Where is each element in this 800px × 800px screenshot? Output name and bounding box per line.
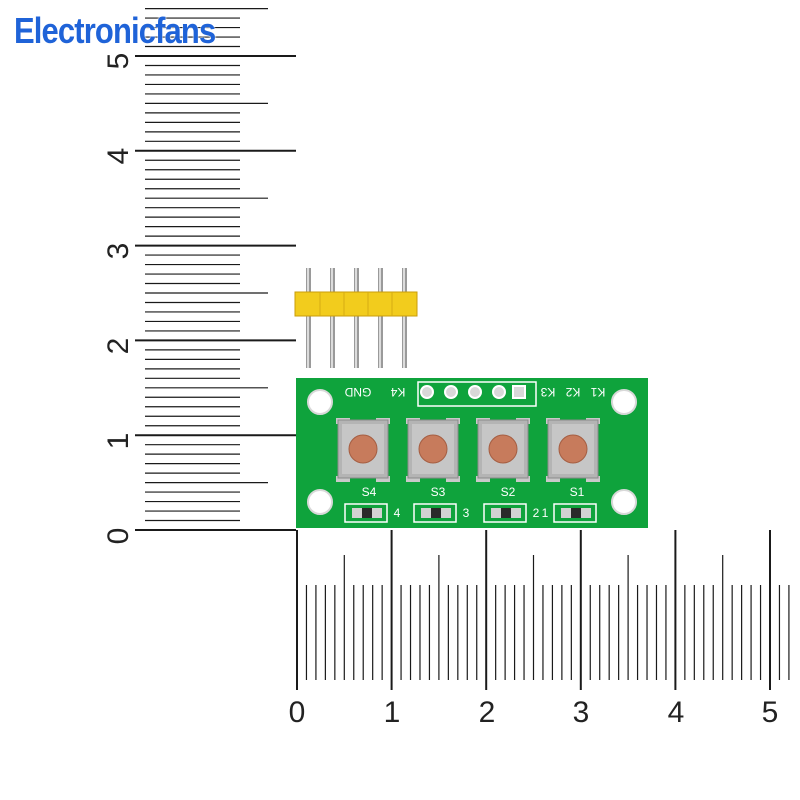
label-k4: K4 [390, 385, 405, 399]
vertical-ruler-label: 4 [102, 148, 135, 165]
horizontal-ruler-label: 2 [479, 696, 496, 729]
vertical-ruler-label: 2 [102, 338, 135, 355]
label-s1: S1 [570, 485, 585, 499]
horizontal-ruler-labels: 0 1 2 3 4 5 [289, 696, 779, 729]
horizontal-ruler-label: 3 [573, 696, 590, 729]
horizontal-ruler-label: 4 [668, 696, 685, 729]
brand-watermark: Electronicfans [14, 10, 216, 51]
label-s3: S3 [431, 485, 446, 499]
label-k2: K2 [565, 385, 580, 399]
horizontal-ruler-label: 0 [289, 696, 306, 729]
horizontal-ruler-label: 5 [762, 696, 779, 729]
label-k1: K1 [590, 385, 605, 399]
tactile-switch-s3 [406, 418, 460, 482]
tactile-switch-s4 [336, 418, 390, 482]
label-r1: 1 [542, 506, 549, 520]
label-s4: S4 [362, 485, 377, 499]
header-pins [306, 268, 407, 368]
resistors [344, 503, 597, 523]
vertical-ruler-label: 5 [102, 53, 135, 70]
keypad-board: GND K4 K3 K2 K1 [296, 378, 648, 528]
vertical-ruler [135, 8, 296, 531]
horizontal-ruler [296, 530, 790, 690]
mounting-holes [307, 389, 637, 515]
header-plastic-body [294, 291, 418, 317]
vertical-ruler-label: 3 [102, 243, 135, 260]
header-pads [420, 385, 526, 399]
label-gnd: GND [344, 385, 371, 399]
label-r3: 3 [463, 506, 470, 520]
label-k3: K3 [540, 385, 555, 399]
vertical-ruler-labels: 0 1 2 3 4 5 [102, 53, 135, 545]
label-r2: 2 [533, 506, 540, 520]
label-r4: 4 [394, 506, 401, 520]
pin-header [294, 268, 418, 368]
horizontal-ruler-label: 1 [384, 696, 401, 729]
tactile-switch-s2 [476, 418, 530, 482]
label-s2: S2 [501, 485, 516, 499]
vertical-ruler-label: 1 [102, 433, 135, 450]
vertical-ruler-label: 0 [102, 528, 135, 545]
tactile-switch-s1 [546, 418, 600, 482]
